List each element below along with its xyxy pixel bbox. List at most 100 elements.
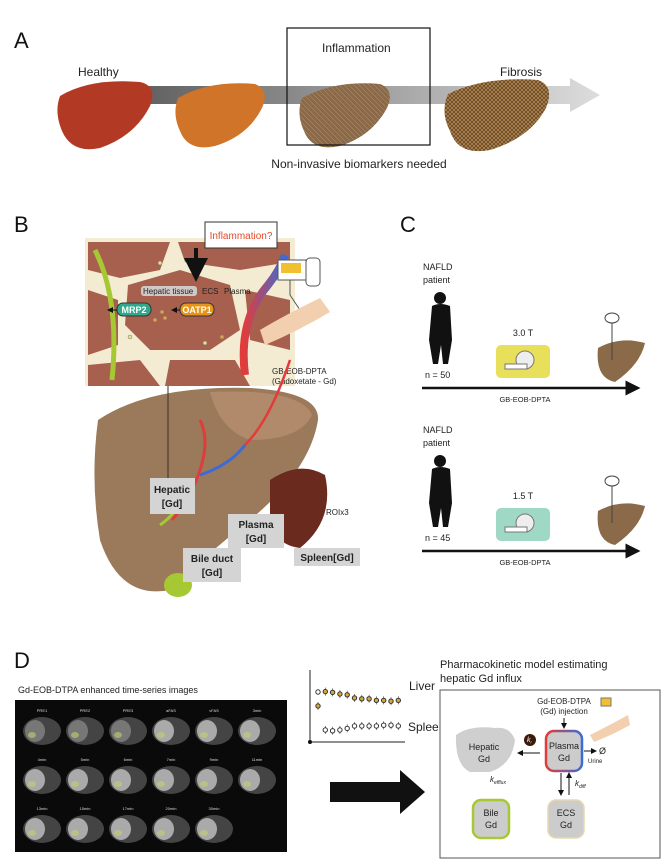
timepoint-label: vFAS	[209, 708, 219, 713]
spleen-point	[381, 722, 387, 728]
mri-scanner-icon	[496, 508, 550, 541]
model-title-line1: Pharmacokinetic model estimating	[440, 659, 608, 671]
spleen-point	[344, 725, 350, 732]
liver-point	[366, 696, 372, 702]
timepoint-label: 7min	[167, 757, 176, 762]
hepatic-tissue-tag	[141, 286, 197, 296]
bile-compartment-label: Bile	[483, 808, 498, 818]
oatp1-label: OATP1	[182, 305, 211, 315]
spleen-point	[351, 723, 358, 729]
k-diff-label: kdiff	[575, 779, 586, 790]
patient-silhouette-icon	[429, 292, 452, 364]
mri-frame: 13min	[23, 806, 61, 843]
mri-frame: aFAS	[152, 708, 190, 745]
liver-point	[322, 688, 328, 695]
timepoint-label: 17min	[123, 806, 134, 811]
mri-frame: 11min	[238, 757, 276, 794]
injection-label: Gd-EOB-DTPA	[537, 697, 591, 706]
agent-name: GB-EOB-DPTA	[272, 367, 327, 376]
patient-label: NAFLD	[423, 262, 453, 272]
timepoint-label: aFAS	[166, 708, 176, 713]
patient-label: NAFLD	[423, 425, 453, 435]
plasma-compartment-label: Plasma	[549, 741, 579, 751]
mrp2-label: MRP2	[121, 305, 146, 315]
urine-label: Urine	[588, 759, 603, 765]
null-symbol: Ø	[599, 746, 606, 756]
mri-frame: 3min	[238, 708, 276, 745]
flow-arrow	[330, 770, 425, 814]
hepatic-gd-compartment	[455, 727, 515, 772]
model-title-line2: hepatic Gd influx	[440, 673, 522, 685]
stage-inflammation: Inflammation	[322, 41, 391, 55]
iv-bag-icon	[277, 257, 321, 311]
timepoint-label: 9min	[210, 757, 219, 762]
inflammation-question-box	[204, 221, 278, 249]
timepoint-label: 3min	[253, 708, 262, 713]
mri-frame: 7min	[152, 757, 190, 794]
axis-origin	[308, 740, 312, 744]
ecs-label: ECS	[202, 287, 218, 296]
timepoint-label: 6min	[124, 757, 133, 762]
liver-inflammation	[299, 83, 390, 148]
panel-label-d: D	[14, 648, 30, 673]
cohort-2: NAFLD patient n = 45 1.5 T GB-EOB-DPTA	[422, 425, 645, 567]
mri-frame: PRE1	[23, 708, 61, 745]
field-strength: 1.5 T	[513, 491, 534, 501]
liver-point	[359, 696, 365, 702]
spleen-point	[366, 723, 372, 729]
patient-label-2: patient	[423, 275, 451, 285]
field-strength: 3.0 T	[513, 328, 534, 338]
inflammation-question: Inflammation?	[210, 231, 273, 242]
timepoint-label: 15min	[80, 806, 91, 811]
mri-frame: 15min	[66, 806, 104, 843]
agent-generic-name: (Gadoxetate - Gd)	[272, 377, 337, 386]
spleen-point	[337, 727, 343, 733]
signal-curve-chart	[308, 670, 405, 744]
ecs-compartment-label: ECS	[557, 808, 576, 818]
agent-label: GB-EOB-DPTA	[499, 395, 550, 404]
timepoint-label: 20min	[166, 806, 177, 811]
biomarker-caption: Non-invasive biomarkers needed	[271, 157, 446, 171]
timepoint-label: PRE2	[80, 708, 91, 713]
syringe-icon	[600, 697, 612, 707]
ecs-gd-compartment	[547, 799, 585, 839]
panel-label-a: A	[14, 28, 29, 53]
hepatic-gd-label: Hepatic	[154, 485, 191, 496]
mri-frame: 9min	[195, 757, 233, 794]
hepatic-gd-unit: [Gd]	[162, 499, 183, 510]
mri-scanner-icon	[496, 345, 550, 378]
liver-point	[351, 695, 358, 701]
sample-size: n = 50	[425, 370, 450, 380]
hepatic-compartment-label: Hepatic	[469, 742, 500, 752]
plasma-gd-box	[228, 514, 284, 548]
cohort-1: NAFLD patient n = 50 3.0 T GB-EOB-DPTA	[422, 262, 645, 404]
timepoint-label: 13min	[37, 806, 48, 811]
mri-frame: 20min	[152, 806, 190, 843]
ki-label: ki	[527, 737, 532, 745]
spleen-point	[395, 723, 401, 729]
spleen-point	[329, 728, 336, 734]
bile-compartment-unit: Gd	[485, 820, 497, 830]
images-title: Gd-EOB-DTPA enhanced time-series images	[18, 685, 198, 695]
spleen-gd-label: Spleen[Gd]	[300, 553, 353, 564]
plasma-gd-label: Plasma	[238, 520, 273, 531]
liver-point	[344, 692, 350, 698]
liver-point	[388, 698, 394, 704]
sample-size: n = 45	[425, 533, 450, 543]
timepoint-label: PRE1	[37, 708, 48, 713]
liver-point	[381, 697, 387, 704]
injection-label-2: (Gd) injection	[540, 707, 588, 716]
patient-label-2: patient	[423, 438, 451, 448]
mri-frame: 17min	[109, 806, 147, 843]
liver-point	[373, 697, 380, 704]
agent-label: GB-EOB-DPTA	[499, 558, 550, 567]
ecs-compartment-unit: Gd	[560, 820, 572, 830]
liver-fibrosis	[444, 79, 550, 152]
bile-gd-compartment	[471, 798, 511, 840]
liver-curve-label: Liver	[409, 679, 435, 693]
plasma-compartment-unit: Gd	[558, 753, 570, 763]
plasma-label: Plasma	[224, 287, 251, 296]
spleen-point	[388, 722, 394, 728]
arm-icon-small	[590, 715, 630, 742]
